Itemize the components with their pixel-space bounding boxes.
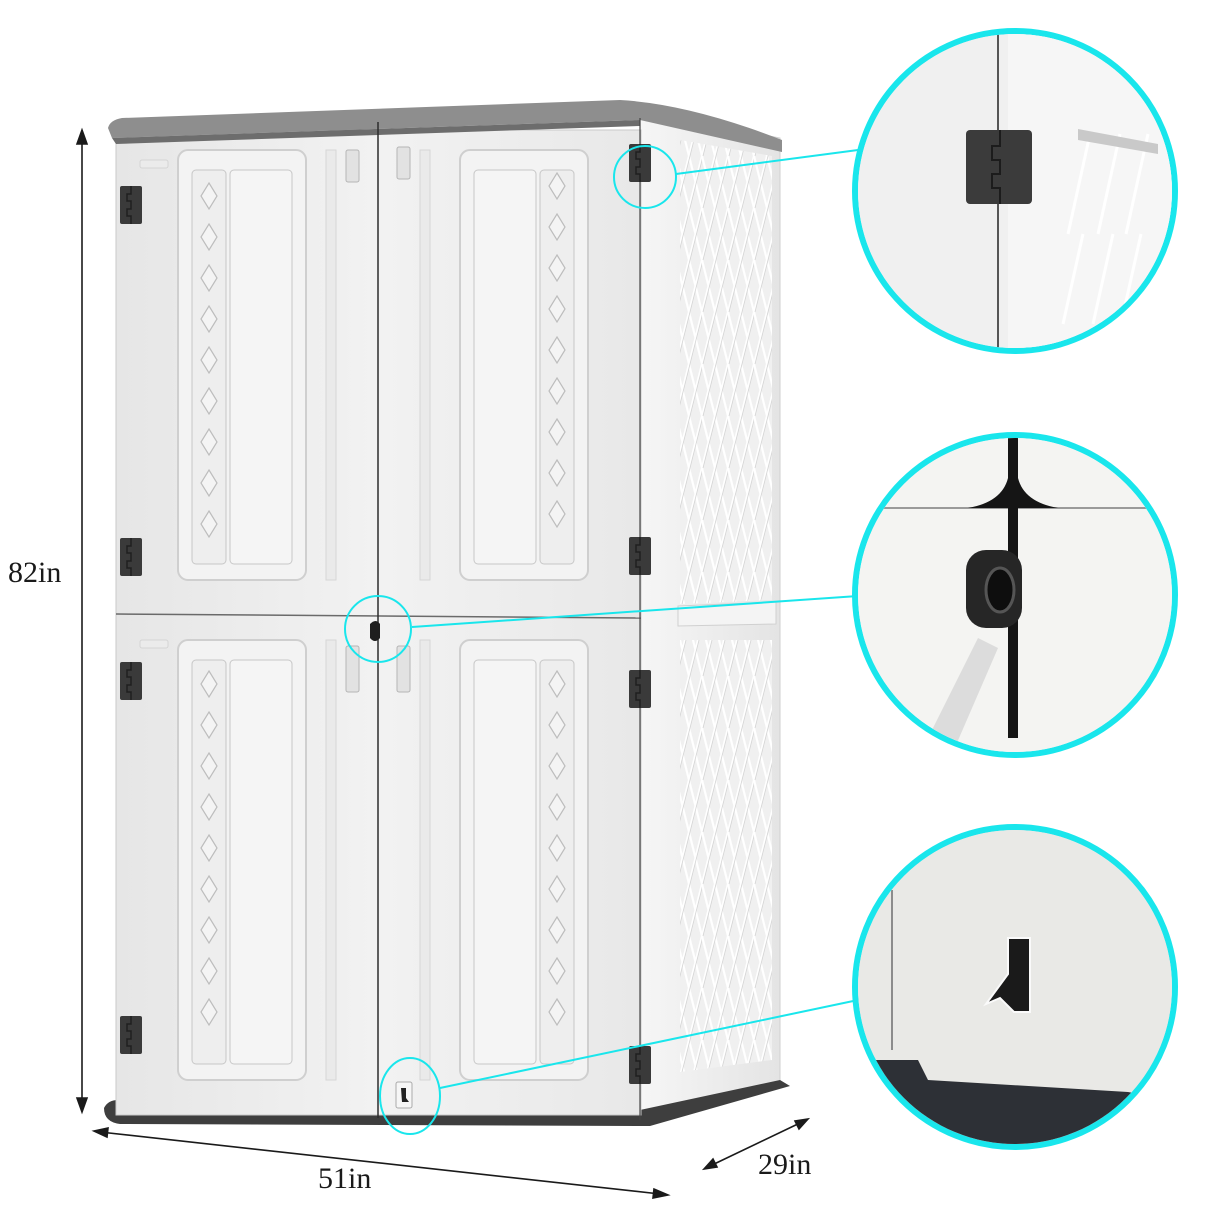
width-dimension-label: 51in — [318, 1162, 372, 1195]
padlock-hasp-icon — [370, 621, 380, 641]
depth-dimension-label: 29in — [758, 1148, 812, 1181]
callout-markers — [344, 145, 859, 1135]
hinge-icon — [966, 130, 1032, 204]
shed-lid — [108, 100, 782, 152]
height-dimension-label: 82in — [8, 556, 62, 589]
door-lower-left — [139, 639, 360, 1081]
floor-latch-icon — [983, 937, 1031, 1013]
callout-hinge — [852, 28, 1178, 354]
padlock-hasp-icon — [966, 550, 1022, 628]
callout-floor-latch — [852, 824, 1178, 1150]
callout-padlock-eye — [852, 432, 1178, 758]
shed-side-panel — [639, 111, 781, 1121]
dimension-lines — [75, 127, 811, 1199]
floor-latch-icon — [401, 1088, 409, 1102]
